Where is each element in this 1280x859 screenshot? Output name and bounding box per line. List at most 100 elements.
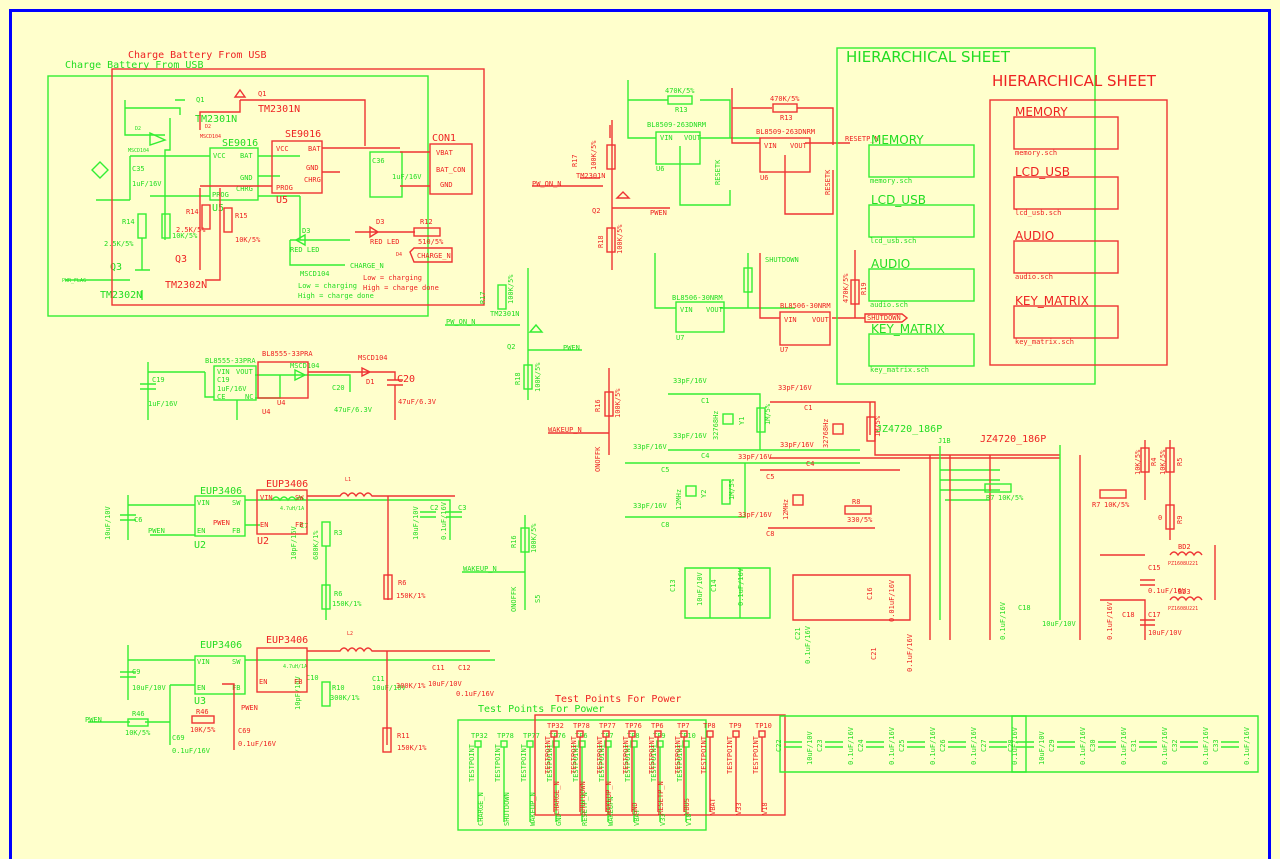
c13-c16-bank-red — [792, 574, 911, 621]
testpoint-type: TESTPOINT — [622, 735, 630, 774]
sheet-audio-red[interactable] — [1013, 240, 1119, 274]
charge-n-port — [409, 247, 453, 263]
testpoint-type: TESTPOINT — [624, 743, 632, 782]
r3-body — [321, 521, 331, 547]
c21-val-red: 0.1uF/16V — [906, 633, 914, 672]
c13-ref: C13 — [669, 579, 677, 592]
testpoint-type: TESTPOINT — [598, 743, 606, 782]
c2-ref: C2 — [430, 504, 438, 512]
sheet-key-matrix[interactable] — [868, 333, 975, 367]
d1-ref-red: D1 — [366, 378, 374, 386]
u5-pin-chrg-red: CHRG — [304, 176, 321, 184]
testpoint-ref: TP10 — [755, 722, 772, 730]
r4-ref-red: R4 — [1150, 458, 1158, 466]
r5-body-red — [1165, 447, 1175, 473]
y1-val-red: 32768Hz — [822, 418, 830, 448]
c10-val: 10pF/16V — [294, 675, 302, 710]
c17-val: 10uF/10V — [1148, 629, 1183, 637]
q2-part-red: TM2301N — [576, 172, 606, 180]
capacitor-symbol — [907, 741, 925, 748]
u4-ref-red: U4 — [277, 399, 285, 407]
testpoint-net: WAKEUP_N — [529, 792, 537, 826]
u5-pin-bat-red: BAT — [308, 145, 321, 153]
c6-symbol — [120, 514, 136, 521]
r18-body-red — [606, 227, 616, 253]
u5-pin-bat: BAT — [240, 152, 253, 160]
c6-ref: C6 — [134, 516, 142, 524]
c7-val: 10pF/16V — [290, 525, 298, 560]
c18-ref: C18 — [1018, 604, 1031, 612]
capacitor-ref: C32 — [1171, 739, 1179, 752]
r14-ref-red: R14 — [186, 208, 199, 216]
testpoints-box — [457, 719, 707, 831]
sheet-key-matrix-red[interactable] — [1013, 305, 1119, 339]
bd3-part: PZ1608U221 — [1168, 606, 1198, 612]
q2-body-diode-icon — [528, 323, 544, 333]
u2-part: EUP3406 — [200, 486, 242, 497]
sheet-memory-file-red: memory.sch — [1015, 149, 1057, 157]
c11-val-red: 10uF/10V — [428, 680, 463, 688]
testpoint-ref: TP77 — [523, 732, 540, 740]
testpoint-type: TESTPOINT — [752, 735, 760, 774]
r6-val: 150K/1% — [332, 600, 362, 608]
regulators-red: 470K/5% R13 BL8509-263DNRM VIN VOUT U6 R… — [532, 88, 909, 354]
y2-val-red: 12MHz — [782, 499, 790, 520]
ferrite-bead-icons — [1169, 551, 1203, 602]
u5-pin-gnd-red: GND — [306, 164, 319, 172]
sheet-memory-red[interactable] — [1013, 116, 1119, 150]
sheet-lcd-usb[interactable] — [868, 204, 975, 238]
u7-pin-vout: VOUT — [706, 306, 724, 314]
r11-val-red: 150K/1% — [397, 744, 427, 752]
capacitor-ref: C30 — [1089, 739, 1097, 752]
y2-ref: Y2 — [700, 490, 708, 498]
charge-section-green: Charge Battery From USB Q1 TM2301N D2 MS… — [47, 60, 429, 317]
r16-val-red: 100K/5% — [614, 388, 622, 418]
d2-ref-red: D2 — [205, 124, 211, 130]
r1-body-red — [866, 416, 876, 442]
r15-body-red — [223, 207, 233, 233]
capacitor-ref: C24 — [857, 739, 865, 752]
d3-part-red: RED LED — [370, 238, 400, 246]
capacitor-symbol — [866, 741, 884, 748]
c18-val-red: 0.1uF/16V — [1106, 601, 1114, 640]
r14-ref: R14 — [122, 218, 135, 226]
l1-val: 4.7uH/1A — [280, 506, 304, 512]
u5-pin-chrg: CHRG — [236, 185, 253, 193]
capacitor-ref: C26 — [939, 739, 947, 752]
s1-label-red: RESETK — [824, 169, 832, 195]
d2-part: MSCD104 — [128, 148, 149, 154]
testpoint-net: RESETP_N — [581, 792, 589, 826]
shutdown-label-red: SHUTDOWN — [867, 314, 901, 322]
buck2-section: C9 10uF/10V EUP3406 VIN SW EN FB U3 PWEN… — [85, 631, 495, 755]
testpoints-title: Test Points For Power — [478, 704, 604, 715]
u6-ref-red: U6 — [760, 174, 768, 182]
d3-ref: D3 — [302, 227, 310, 235]
u6-ref: U6 — [656, 165, 664, 173]
sheet-memory[interactable] — [868, 144, 975, 178]
r8-val-red: 330/5% — [847, 516, 873, 524]
testpoint-ref: TP6 — [651, 722, 664, 730]
r16-ref: R16 — [510, 535, 518, 548]
capacitor-symbol — [1098, 741, 1116, 748]
con1-pin-gnd: GND — [440, 181, 453, 189]
q2-body-diode-icon-red — [615, 191, 631, 199]
shutdown-label: SHUTDOWN — [765, 256, 799, 264]
c13-val: 10uF/10V — [696, 571, 704, 606]
sheet-audio[interactable] — [868, 268, 975, 302]
sheet-lcd-usb-red[interactable] — [1013, 176, 1119, 210]
c11-val: 10uF/10V — [372, 684, 407, 692]
capacitor-value: 0.1uF/16V — [1120, 726, 1128, 765]
capacitor-symbol — [948, 741, 966, 748]
r2-body — [721, 479, 731, 505]
u3-pin-en: EN — [197, 684, 205, 692]
testpoint-net: GND — [555, 813, 563, 826]
u3-box-red — [256, 647, 308, 693]
c4-val-red: 33pF/16V — [780, 441, 815, 449]
hier-sheet-box-red — [989, 99, 1168, 366]
u2-pin-sw: SW — [232, 499, 241, 507]
r15-body — [161, 213, 171, 239]
buck1-section: 10uF/10V C6 PWEN EUP3406 VIN SW EN FB U2… — [104, 477, 466, 620]
wire — [199, 147, 400, 281]
d1-part-red: MSCD104 — [358, 354, 388, 362]
